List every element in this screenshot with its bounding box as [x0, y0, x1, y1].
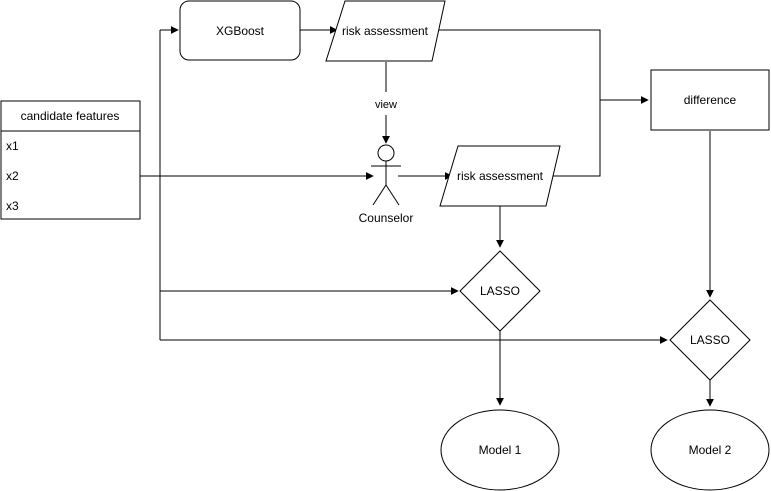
- model1-label: Model 1: [479, 443, 522, 457]
- risk-mid-shape: [439, 145, 561, 207]
- risk-assessment-mid-node: risk assessment: [439, 145, 561, 207]
- counselor-actor-icon: [371, 144, 401, 206]
- risk-mid-label: risk assessment: [457, 169, 544, 183]
- candidate-features-table: candidate features x1 x2 x3: [0, 100, 141, 220]
- model1-node: Model 1: [440, 409, 560, 491]
- difference-node: difference: [650, 69, 770, 131]
- model1-ellipse: [440, 409, 560, 491]
- lasso1-label: LASSO: [480, 284, 520, 298]
- risk-top-label: risk assessment: [342, 24, 429, 38]
- risk-top-shape: [325, 0, 446, 62]
- table-header: candidate features: [21, 109, 120, 123]
- model2-label: Model 2: [689, 443, 732, 457]
- table-row: x2: [6, 169, 19, 183]
- lasso2-node: LASSO: [669, 299, 751, 381]
- lasso2-diamond: [669, 299, 751, 381]
- xgboost-label: XGBoost: [216, 24, 265, 38]
- edge-label-view: view: [375, 99, 397, 111]
- lasso1-node: LASSO: [459, 250, 541, 332]
- risk-assessment-top-node: risk assessment: [325, 0, 446, 62]
- difference-label: difference: [684, 93, 737, 107]
- edge-risks-merge: [433, 29, 601, 177]
- actor-left-leg: [372, 184, 387, 206]
- actor-head: [377, 144, 395, 162]
- table-row: x3: [6, 199, 19, 213]
- xgboost-box: [179, 0, 301, 61]
- actor-right-leg: [385, 184, 400, 206]
- connectors: [140, 26, 714, 407]
- counselor-label: Counselor: [359, 211, 414, 225]
- table-frame: [0, 100, 141, 220]
- xgboost-node: XGBoost: [179, 0, 301, 61]
- difference-box: [650, 69, 770, 131]
- model2-ellipse: [650, 409, 770, 491]
- table-row: x1: [6, 139, 19, 153]
- lasso2-label: LASSO: [690, 333, 730, 347]
- lasso1-diamond: [459, 250, 541, 332]
- model2-node: Model 2: [650, 409, 770, 491]
